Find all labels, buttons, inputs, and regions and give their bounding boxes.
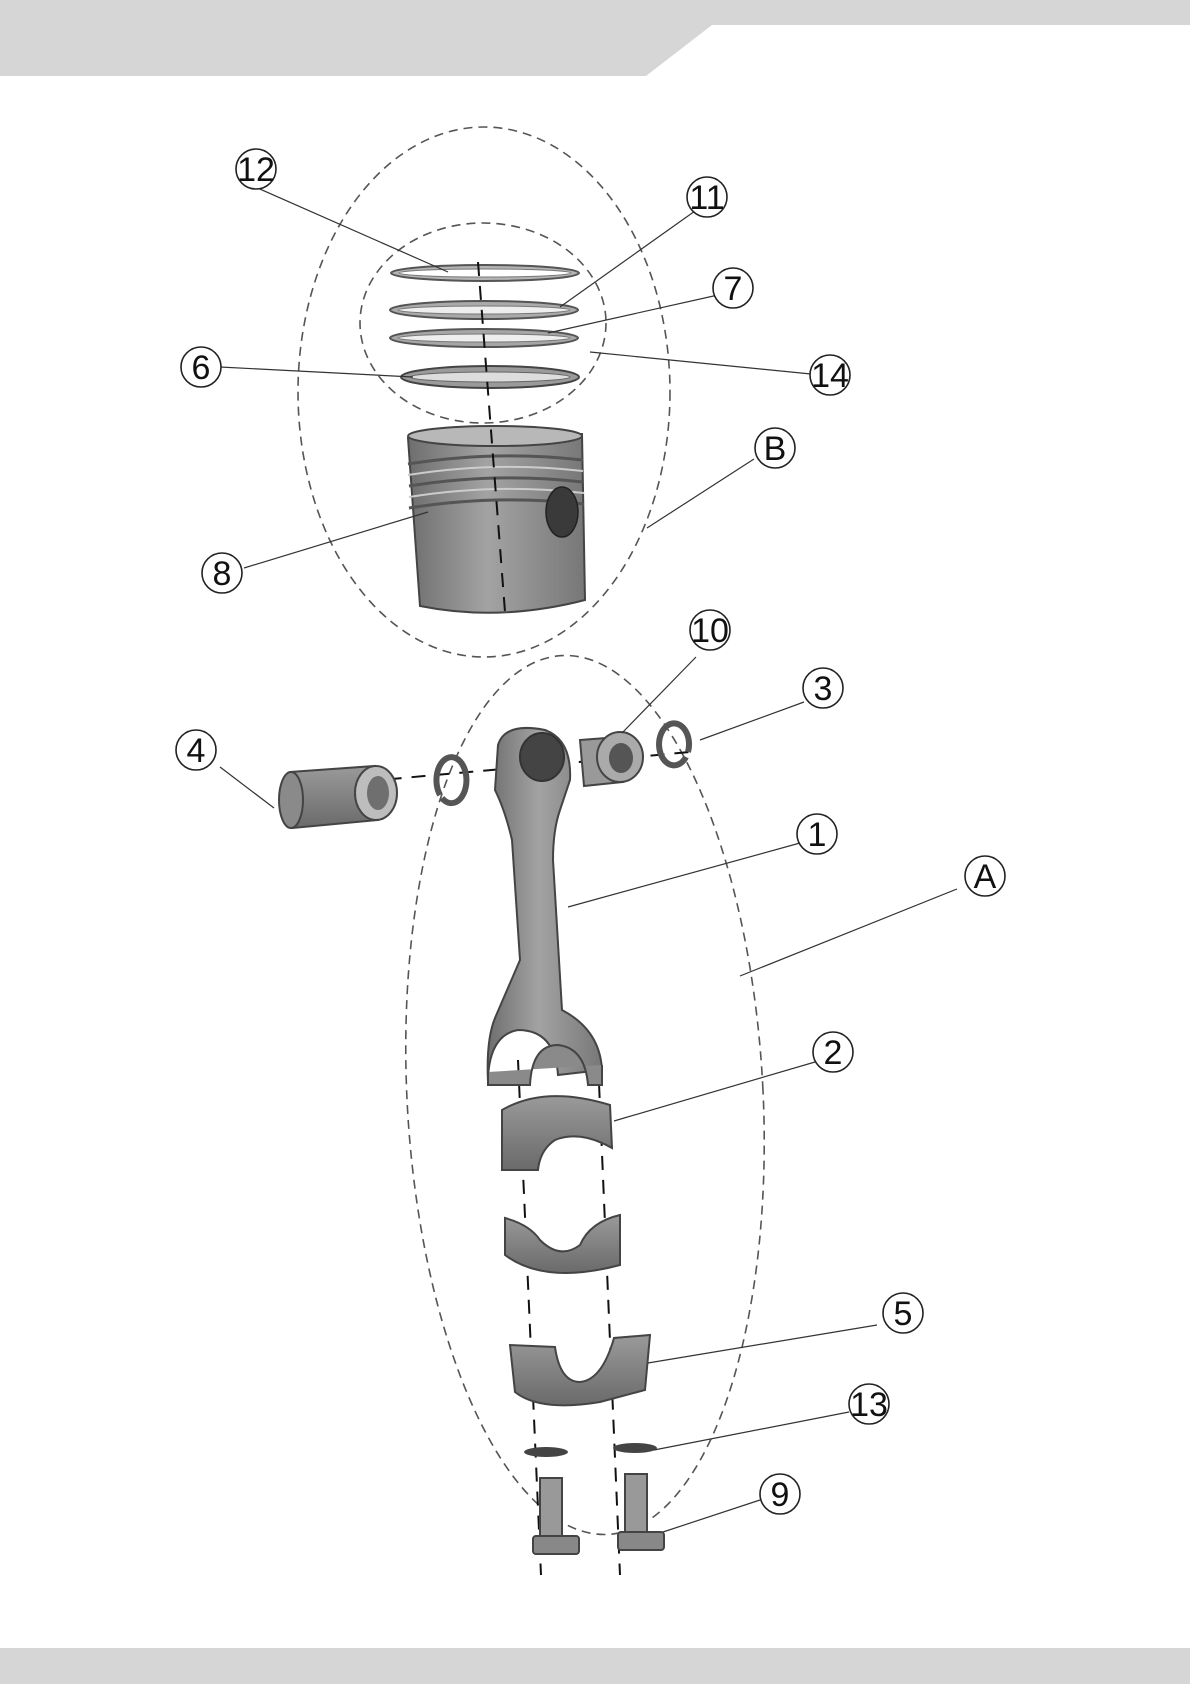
callout-11-label: 11: [689, 179, 724, 217]
callout-6-label: 6: [192, 349, 211, 387]
piston-rings: [390, 265, 579, 388]
callout-b-label: B: [764, 430, 787, 468]
washers: [524, 1443, 657, 1457]
callout-5-label: 5: [894, 1295, 913, 1333]
callout-6: 6: [181, 347, 221, 387]
callout-7: 7: [713, 268, 753, 308]
callout-14-label: 14: [811, 357, 849, 395]
callout-3-label: 3: [814, 670, 833, 708]
callout-a: A: [965, 856, 1005, 896]
callout-10: 10: [690, 610, 730, 650]
callout-8-label: 8: [213, 555, 232, 593]
piston-pin: [279, 766, 397, 828]
callout-7-label: 7: [724, 270, 743, 308]
bearing-cap: [510, 1335, 650, 1405]
callout-12: 12: [236, 149, 276, 189]
callout-2: 2: [813, 1032, 853, 1072]
callout-8: 8: [202, 553, 242, 593]
bolts: [533, 1474, 664, 1554]
callout-2-label: 2: [824, 1034, 843, 1072]
callout-13: 13: [849, 1384, 889, 1424]
callout-4-label: 4: [187, 732, 206, 770]
small-end-bushing: [580, 732, 643, 786]
footer-band: [0, 1648, 1190, 1684]
callout-13-label: 13: [850, 1386, 888, 1424]
callout-3: 3: [803, 668, 843, 708]
callout-4: 4: [176, 730, 216, 770]
callout-10-label: 10: [691, 612, 729, 650]
callout-a-label: A: [974, 858, 997, 896]
callout-9-label: 9: [771, 1476, 790, 1514]
callout-5: 5: [883, 1293, 923, 1333]
callout-11: 11: [687, 177, 727, 217]
callout-1: 1: [797, 814, 837, 854]
callout-9: 9: [760, 1474, 800, 1514]
piston: [408, 426, 585, 613]
callout-1-label: 1: [808, 816, 827, 854]
callout-12-label: 12: [237, 151, 275, 189]
callout-14: 14: [810, 355, 850, 395]
callout-b: B: [755, 428, 795, 468]
bearing-shells: [502, 1096, 620, 1273]
